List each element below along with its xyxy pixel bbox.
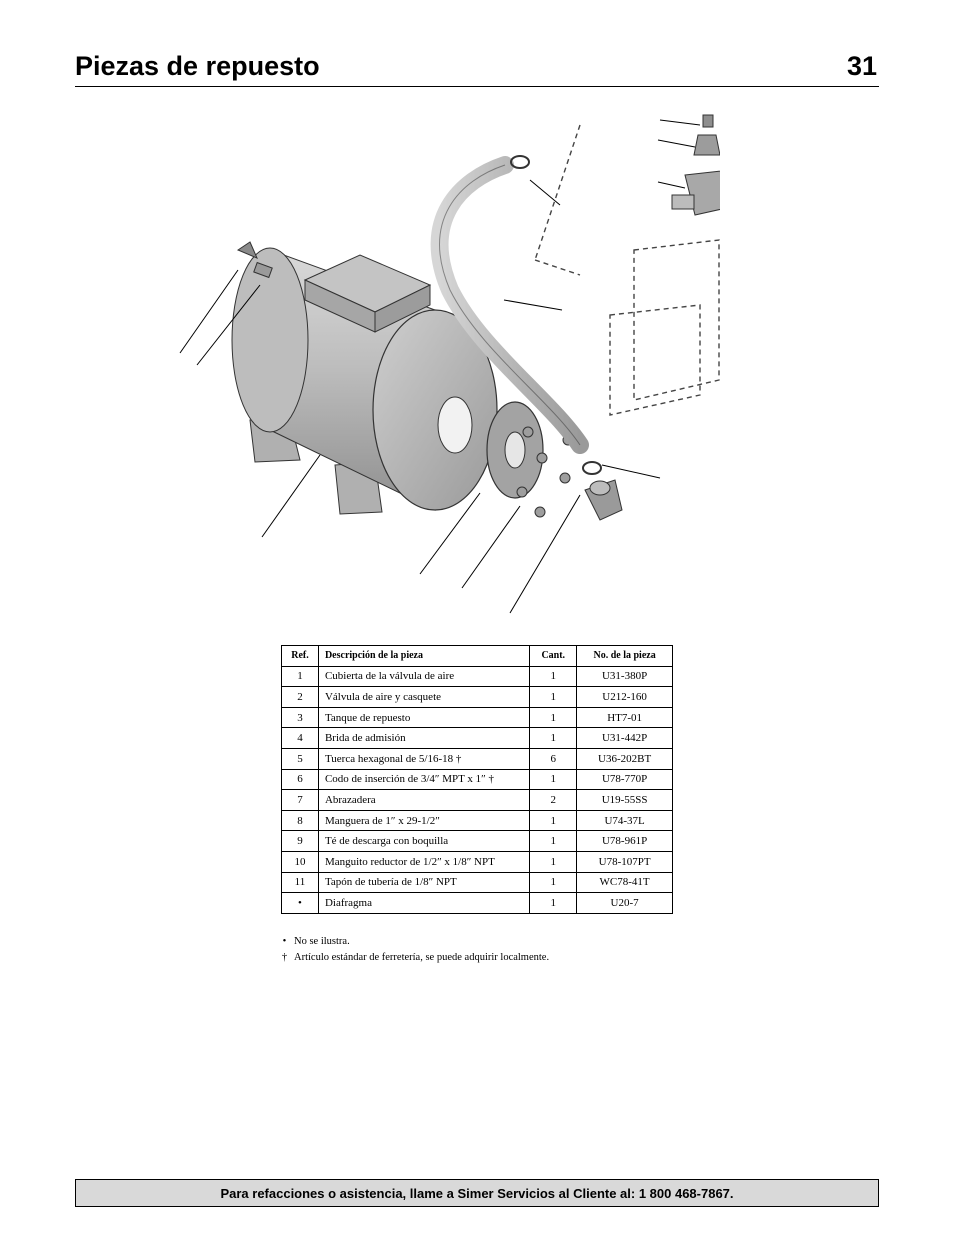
quantity-cell: 1 xyxy=(529,768,578,791)
part-number-cell: HT7-01 xyxy=(576,706,673,729)
part-number-cell: U212-160 xyxy=(576,686,673,708)
ref-cell: 9 xyxy=(281,830,319,852)
part-number-cell: U36-202BT xyxy=(576,747,673,770)
tank xyxy=(231,241,498,515)
description-cell: Válvula de aire y casquete xyxy=(317,686,531,708)
page-title: Piezas de repuesto xyxy=(75,51,320,81)
description-cell: Abrazadera xyxy=(317,789,531,811)
ref-cell: 7 xyxy=(281,789,319,811)
ref-cell: • xyxy=(281,892,319,914)
description-cell: Codo de inserción de 3/4″ MPT x 1″ † xyxy=(317,768,531,791)
note-text: Artículo estándar de ferretería, se pued… xyxy=(294,952,550,963)
customer-service-footer: Para refacciones o asistencia, llame a S… xyxy=(75,1179,879,1207)
part-number-cell: U74-37L xyxy=(576,809,673,832)
part-number-cell: U78-770P xyxy=(576,768,673,791)
quantity-cell: 1 xyxy=(529,706,578,729)
part-number-cell: U20-7 xyxy=(576,892,673,914)
parts-table: Ref. Descripción de la pieza Cant. No. d… xyxy=(281,645,673,914)
quantity-cell: 1 xyxy=(529,871,578,894)
description-cell: Tanque de repuesto xyxy=(317,706,531,729)
table-notes: • No se ilustra. † Artículo estándar de … xyxy=(281,934,549,966)
description-cell: Diafragma xyxy=(317,892,531,914)
ref-cell: 11 xyxy=(281,871,319,894)
part-number-cell: U78-961P xyxy=(576,830,673,852)
insert-elbow xyxy=(584,479,623,521)
quantity-cell: 1 xyxy=(529,830,578,852)
ref-cell: 2 xyxy=(281,686,319,708)
description-cell: Manguera de 1″ x 29-1/2″ xyxy=(317,809,531,832)
ref-cell: 6 xyxy=(281,768,319,791)
note-symbol: † xyxy=(281,952,288,963)
quantity-cell: 1 xyxy=(529,892,578,914)
exploded-parts-diagram xyxy=(179,114,720,614)
part-number-cell: U31-442P xyxy=(576,727,673,749)
column-header: Cant. xyxy=(529,645,578,667)
discharge-tee xyxy=(671,170,720,216)
part-number-cell: WC78-41T xyxy=(576,871,673,894)
description-cell: Té de descarga con boquilla xyxy=(317,830,531,852)
quantity-cell: 1 xyxy=(529,850,578,873)
table-header-row: Ref. Descripción de la pieza Cant. No. d… xyxy=(281,645,673,667)
description-cell: Manguito reductor de 1/2″ x 1/8″ NPT xyxy=(317,850,531,873)
description-cell: Tuerca hexagonal de 5/16-18 † xyxy=(317,747,531,770)
ref-cell: 1 xyxy=(281,665,319,688)
page-header: Piezas de repuesto 31 xyxy=(75,50,879,87)
hose-clamp xyxy=(510,155,530,169)
ref-cell: 8 xyxy=(281,809,319,832)
reducer-bushing xyxy=(693,134,720,156)
quantity-cell: 1 xyxy=(529,727,578,749)
page-number: 31 xyxy=(846,51,877,81)
column-header: Descripción de la pieza xyxy=(317,645,531,667)
description-cell: Tapón de tubería de 1/8″ NPT xyxy=(317,871,531,894)
intake-flange xyxy=(486,401,544,499)
part-number-cell: U78-107PT xyxy=(576,850,673,873)
note-symbol: • xyxy=(282,936,287,947)
quantity-cell: 1 xyxy=(529,809,578,832)
ref-cell: 5 xyxy=(281,747,319,770)
footer-text: Para refacciones o asistencia, llame a S… xyxy=(220,1185,734,1201)
note-not-illustrated: • No se ilustra. xyxy=(281,934,549,950)
quantity-cell: 1 xyxy=(529,686,578,708)
part-number-cell: U31-380P xyxy=(576,665,673,688)
callout-leaders xyxy=(179,119,701,614)
quantity-cell: 2 xyxy=(529,789,578,811)
description-cell: Brida de admisión xyxy=(317,727,531,749)
quantity-cell: 1 xyxy=(529,665,578,688)
description-cell: Cubierta de la válvula de aire xyxy=(317,665,531,688)
part-number-cell: U19-55SS xyxy=(576,789,673,811)
ref-cell: 10 xyxy=(281,850,319,873)
ref-cell: 4 xyxy=(281,727,319,749)
ref-cell: 3 xyxy=(281,706,319,729)
column-header: No. de la pieza xyxy=(576,645,673,667)
pipe-plug xyxy=(702,114,714,128)
hose-clamp xyxy=(582,461,602,475)
note-text: No se ilustra. xyxy=(294,936,350,947)
column-header: Ref. xyxy=(281,645,319,667)
note-standard-hardware: † Artículo estándar de ferretería, se pu… xyxy=(281,950,549,966)
quantity-cell: 6 xyxy=(529,747,578,770)
pump-outline xyxy=(534,124,720,416)
